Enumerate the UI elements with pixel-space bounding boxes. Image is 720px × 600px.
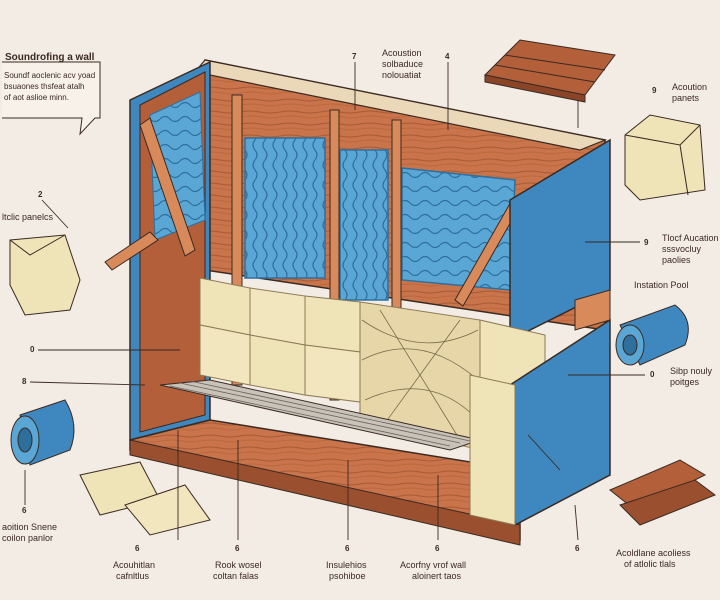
- marker-right-3: 0: [650, 370, 655, 379]
- foam-panel-2: [339, 149, 389, 301]
- label-left-panels: ltclic panelcs: [2, 212, 54, 222]
- leader-lines: [24, 62, 645, 541]
- foam-panel-1: [244, 137, 326, 279]
- marker-bottom-5: 6: [575, 544, 580, 553]
- intro-line-1: Soundf aoclenic acv yoad: [4, 71, 96, 80]
- wood-planks-bottom-right: [609, 459, 717, 526]
- label-stop-1: Sibp nouly: [670, 366, 713, 376]
- label-bottom-left-1: aoition Snene: [2, 522, 58, 532]
- label-bottom-2b: coltan falas: [213, 571, 259, 581]
- label-acoustic-panels-2: panets: [672, 93, 700, 103]
- wood-planks-top: [483, 39, 616, 103]
- marker-left-1: 2: [38, 190, 43, 199]
- foam-roll-left: [10, 399, 75, 466]
- label-acoustic-top-2: solbaduce: [382, 59, 424, 69]
- grate-lines: [169, 380, 471, 447]
- marker-top-1: 7: [352, 52, 357, 61]
- insulation-bag-top-right: [624, 114, 706, 201]
- marker-right-2: 9: [644, 238, 649, 247]
- marker-bottom-2: 6: [235, 544, 240, 553]
- marker-left-2: 0: [30, 345, 35, 354]
- right-insulation-strip: [469, 374, 516, 526]
- label-bottom-2a: Rook wosel: [215, 560, 262, 570]
- insulation-batts-bottom-left: [79, 461, 211, 536]
- label-acoustic-top-1: Acoustion: [382, 48, 422, 58]
- diagram-title: Soundrofing a wall: [5, 52, 95, 63]
- label-bottom-1b: cafnltlus: [116, 571, 150, 581]
- label-bottom-5a: Acoldlane acoliess: [616, 548, 691, 558]
- label-bottom-3b: psohiboe: [329, 571, 366, 581]
- marker-bottom-3: 6: [345, 544, 350, 553]
- left-foam: [149, 91, 206, 241]
- marker-bottom-4: 6: [435, 544, 440, 553]
- label-roof-2: sssvocluy: [662, 244, 702, 254]
- marker-left-3: 8: [22, 377, 27, 386]
- label-roof-1: Tlocf Aucation: [662, 233, 719, 243]
- stud-1: [231, 94, 243, 386]
- intro-line-2: bsuaones thsfeat atalh: [4, 82, 85, 91]
- label-bottom-1a: Acouhitlan: [113, 560, 156, 570]
- intro-line-3: of aot aslioe minn.: [4, 93, 69, 102]
- floor-front: [129, 439, 521, 546]
- label-insulation-pool: Instation Pool: [634, 280, 689, 290]
- insulation-strands: [361, 309, 479, 441]
- label-bottom-5b: of atlolic tlals: [624, 559, 676, 569]
- label-acoustic-panels-1: Acoution: [672, 82, 708, 92]
- label-bottom-3a: Insulehios: [326, 560, 367, 570]
- label-acoustic-top-3: nolouatiat: [382, 70, 422, 80]
- callout-bubble: [2, 61, 101, 136]
- stud-2: [329, 109, 340, 401]
- marker-top-2: 4: [445, 52, 450, 61]
- label-bottom-4b: aloinert taos: [412, 571, 462, 581]
- brace-left: [139, 117, 196, 257]
- marker-bottom-left: 6: [22, 506, 27, 515]
- label-bottom-left-2: coilon panlor: [2, 533, 54, 543]
- right-wood-frame: [574, 289, 611, 331]
- shelf-bracket: [104, 231, 159, 271]
- marker-right-1: 9: [652, 86, 657, 95]
- label-stop-2: poitges: [670, 377, 700, 387]
- marker-bottom-1: 6: [135, 544, 140, 553]
- label-roof-3: paolies: [662, 255, 691, 265]
- insulation-bag-left: [9, 234, 81, 316]
- label-bottom-4a: Acorfny vrof wall: [400, 560, 467, 570]
- foam-roll-right: [615, 304, 689, 366]
